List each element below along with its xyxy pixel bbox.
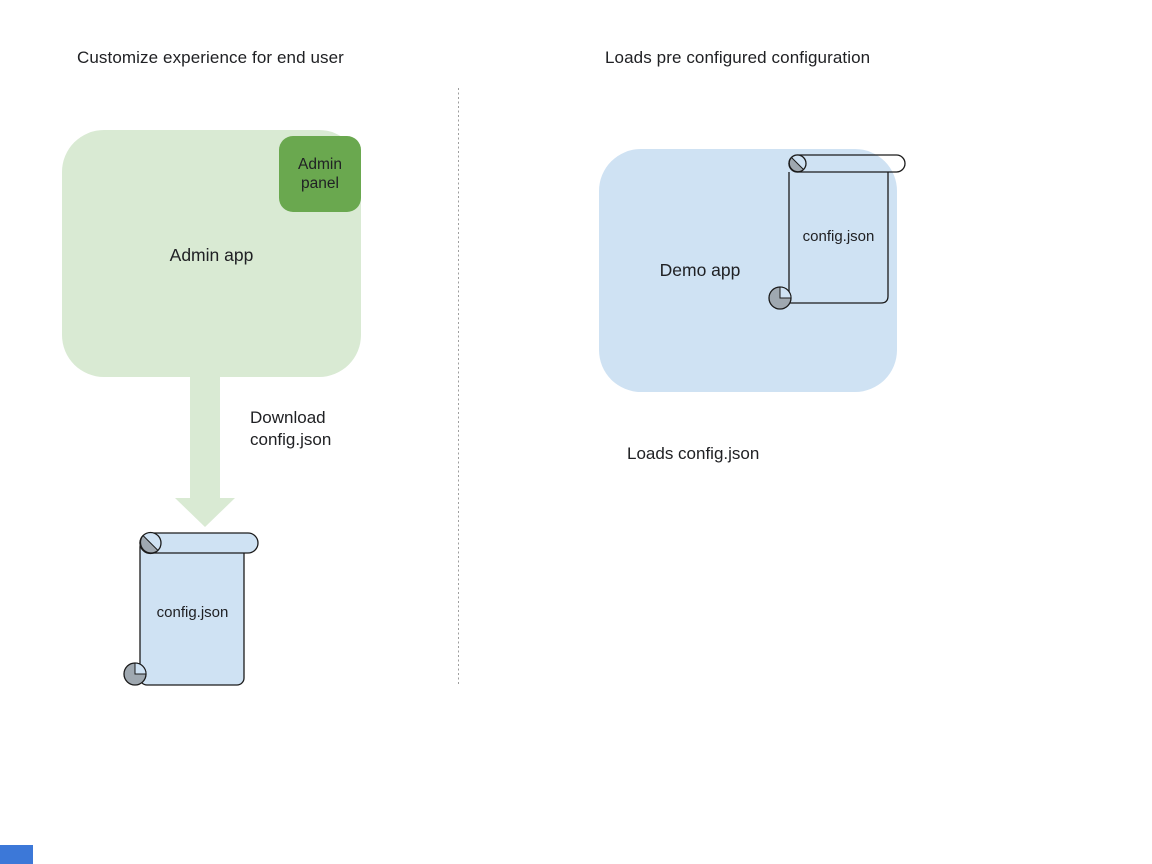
demo-app-label: Demo app (659, 260, 741, 280)
demo-app-box (599, 149, 897, 392)
config-json-label-right: config.json (802, 228, 875, 245)
admin-panel-box: Admin panel (279, 136, 361, 212)
section-divider-line (458, 88, 459, 686)
admin-panel-label: Admin panel (298, 156, 342, 192)
loads-config-caption: Loads config.json (627, 444, 760, 463)
config-json-scroll-icon-right (768, 154, 906, 310)
right-section-title: Loads pre configured configuration (605, 48, 871, 67)
admin-app-label: Admin app (169, 245, 254, 265)
config-json-label-left: config.json (156, 604, 229, 621)
download-arrow-icon (175, 376, 235, 527)
left-section-title: Customize experience for end user (77, 48, 344, 67)
corner-blue-rectangle (0, 845, 33, 864)
config-json-scroll-icon (123, 531, 259, 686)
download-arrow-label: Download config.json (250, 408, 332, 449)
